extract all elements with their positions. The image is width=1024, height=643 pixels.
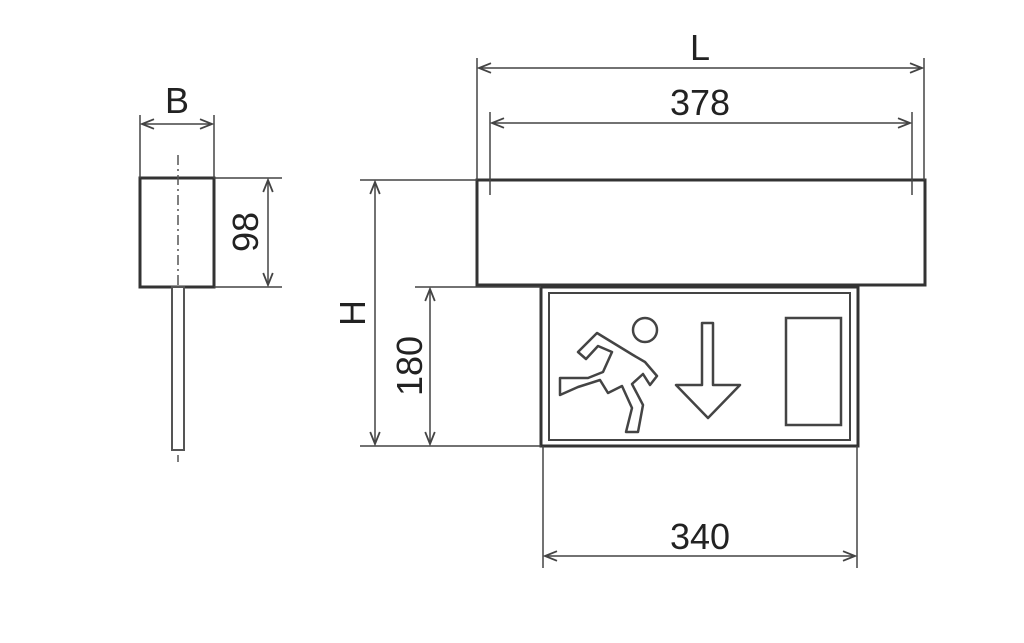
dim-label-180: 180 bbox=[389, 336, 430, 396]
dim-label-b: B bbox=[165, 80, 189, 121]
side-housing bbox=[138, 176, 216, 289]
running-man-icon bbox=[558, 316, 659, 434]
dim-label-378: 378 bbox=[670, 82, 730, 123]
front-view: L 378 H 180 340 bbox=[332, 27, 927, 568]
dim-label-l: L bbox=[690, 27, 710, 68]
dim-label-98: 98 bbox=[225, 212, 266, 252]
door-icon bbox=[784, 316, 843, 427]
dim-label-340: 340 bbox=[670, 516, 730, 557]
dim-label-h: H bbox=[332, 300, 373, 326]
housing bbox=[475, 178, 927, 287]
sign-panel bbox=[548, 292, 851, 441]
arrow-down-icon bbox=[674, 321, 742, 420]
mounting-rod bbox=[171, 286, 185, 451]
side-view: B 98 bbox=[138, 80, 282, 462]
sign-frame bbox=[539, 285, 860, 448]
